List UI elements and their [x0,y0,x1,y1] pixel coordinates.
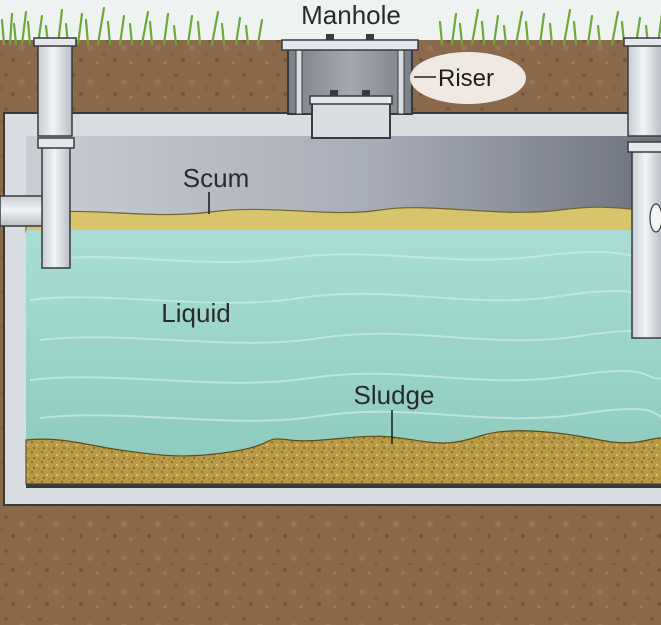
tank-floor [26,484,661,488]
manhole-label: Manhole [301,0,401,30]
riser-label: Riser [438,65,494,92]
tank-lid [309,95,393,105]
outlet-baffle-pipe [631,143,661,339]
scum-label: Scum [183,163,249,193]
outlet-riser-pipe [627,39,661,137]
sludge-label: Sludge [354,380,435,410]
sludge-layer [25,430,661,485]
riser-label-glow [410,52,526,104]
manhole-cover [281,39,419,51]
riser-inner-right [397,49,405,115]
liquid [26,230,661,460]
liquid-ripples [29,250,661,422]
outlet-pipe-opening [649,203,661,233]
inlet-pipe-cap [33,37,77,47]
inlet-baffle-pipe [41,139,71,269]
inlet-riser-pipe [37,39,73,137]
air-space [26,136,661,214]
outlet-pipe-cap [623,37,661,47]
manhole-knob-right [366,34,374,40]
outlet-baffle-collar [627,141,661,153]
scum-layer [25,206,661,233]
manhole-knob-left [326,34,334,40]
grass [0,6,661,46]
riser-inner-left [295,49,303,115]
inlet-baffle-collar [37,137,75,149]
lid-knob-left [330,90,338,96]
lid-knob-right [362,90,370,96]
liquid-label: Liquid [161,298,230,328]
